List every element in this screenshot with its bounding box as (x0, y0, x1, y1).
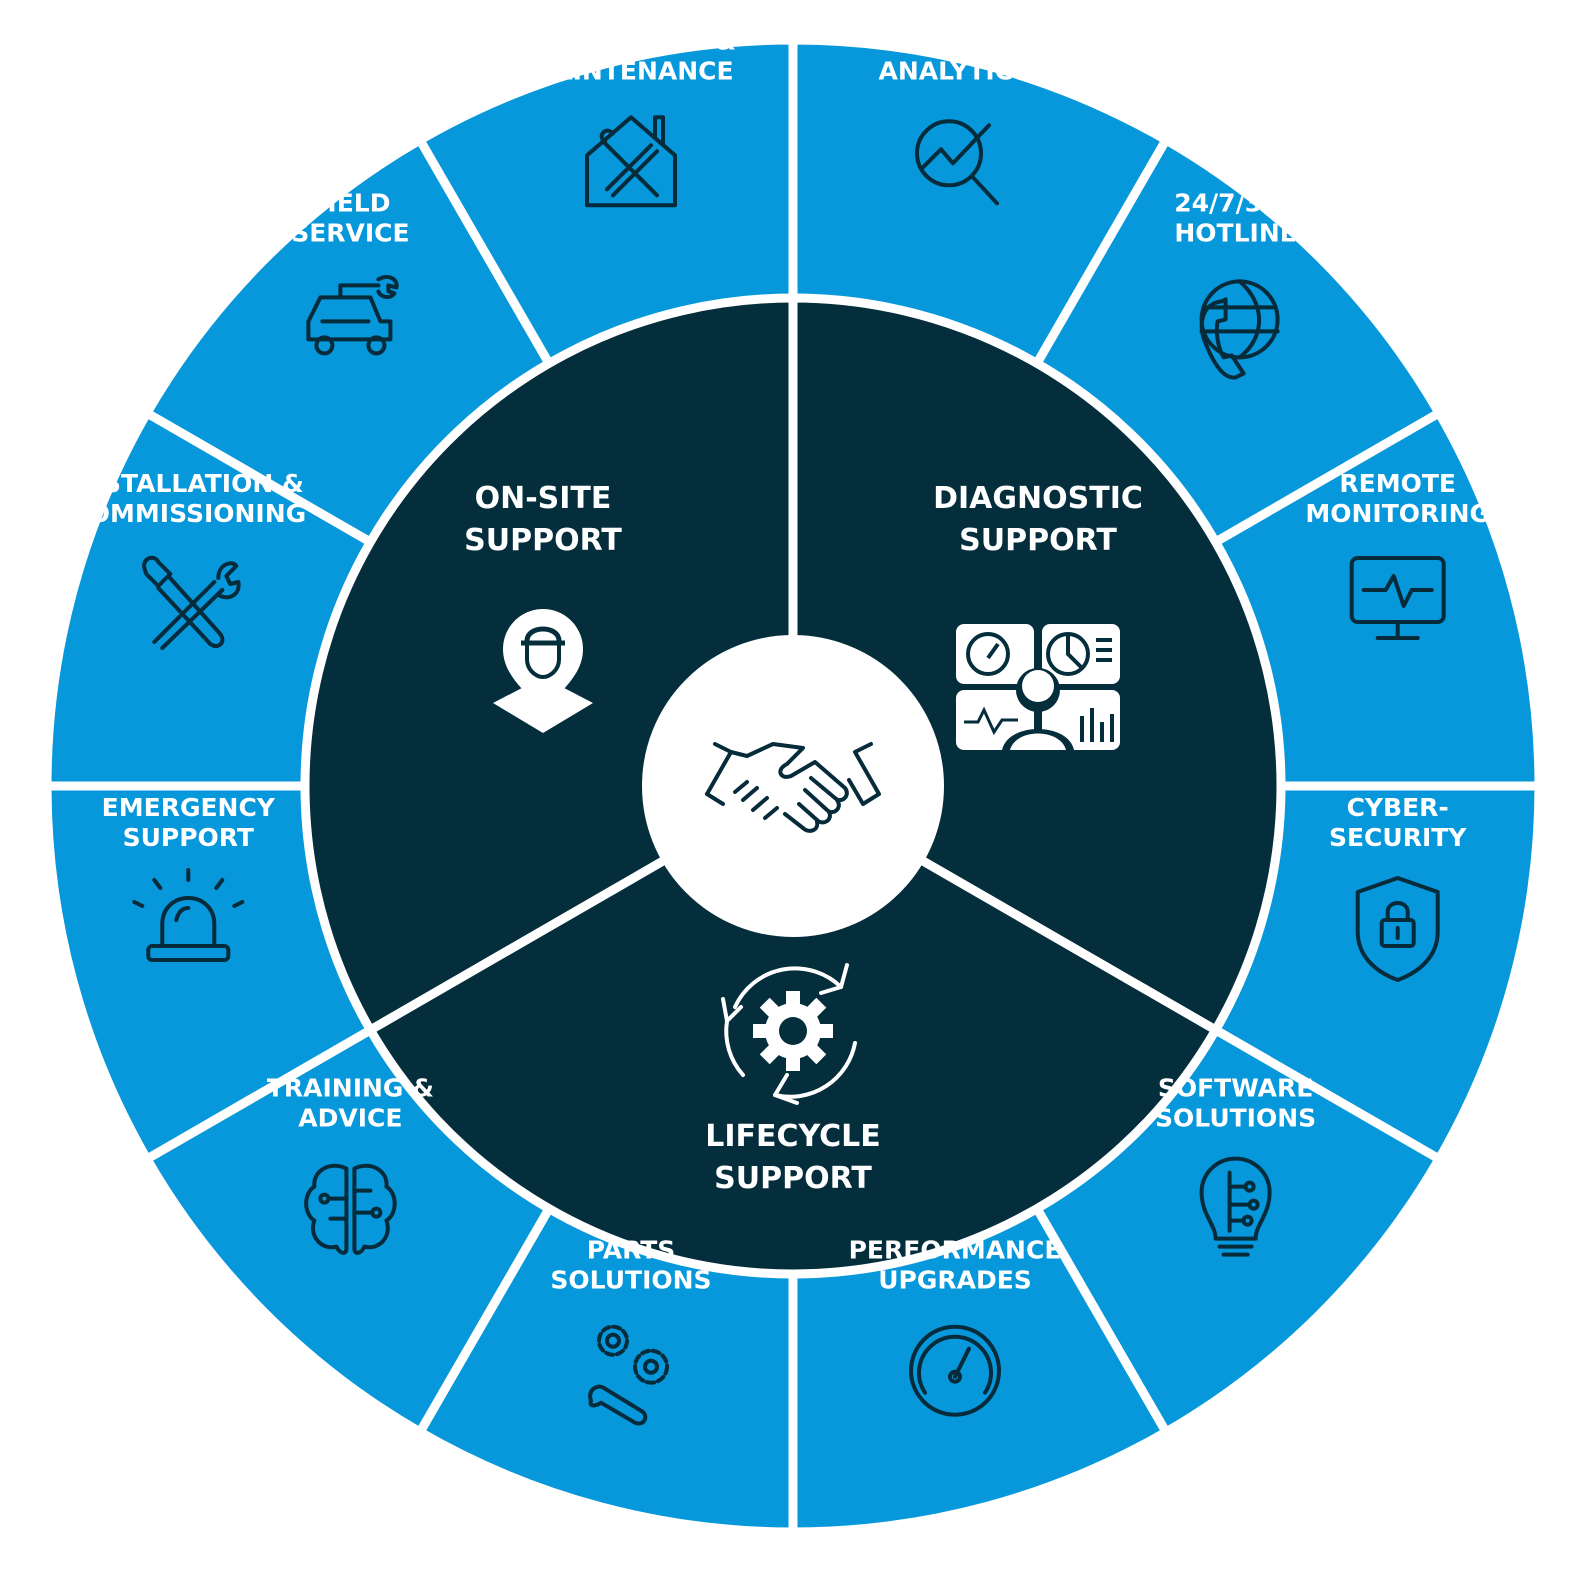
gear-cycle-icon (721, 963, 857, 1105)
house-tools-icon (585, 115, 677, 208)
car-wrench-icon (306, 274, 399, 356)
dashboard-person-icon (956, 624, 1120, 750)
brain-circuit-icon (304, 1163, 397, 1255)
lightbulb-circuit-icon (1199, 1156, 1272, 1257)
segment-content-installation-commissioning: INSTALLATION &COMMISSIONING (70, 469, 306, 650)
speedometer-icon (909, 1324, 1001, 1417)
segment-content-cyber-security: CYBER-SECURITY (1329, 793, 1467, 982)
segment-label-training-advice: TRAINING &ADVICE (267, 1074, 434, 1133)
analytics-magnifier-icon (915, 119, 999, 206)
gears-wrench-icon (588, 1324, 669, 1426)
segment-content-operations-maintenance: OPERATIONS &MAINTENANCE (526, 26, 736, 208)
segment-label-installation-commissioning: INSTALLATION &COMMISSIONING (70, 469, 306, 528)
segment-label-cyber-security: CYBER-SECURITY (1329, 793, 1467, 852)
center-hub (642, 635, 944, 937)
segment-content-training-advice: TRAINING &ADVICE (267, 1074, 434, 1255)
globe-phone-icon (1199, 279, 1280, 380)
shield-lock-icon (1355, 876, 1440, 982)
segment-label-operations-maintenance: OPERATIONS &MAINTENANCE (526, 26, 736, 85)
location-pin-worker-icon (493, 609, 593, 733)
siren-icon (132, 868, 245, 962)
tools-icon (142, 555, 241, 650)
monitor-pulse-icon (1349, 556, 1446, 640)
handshake-icon (705, 742, 881, 833)
